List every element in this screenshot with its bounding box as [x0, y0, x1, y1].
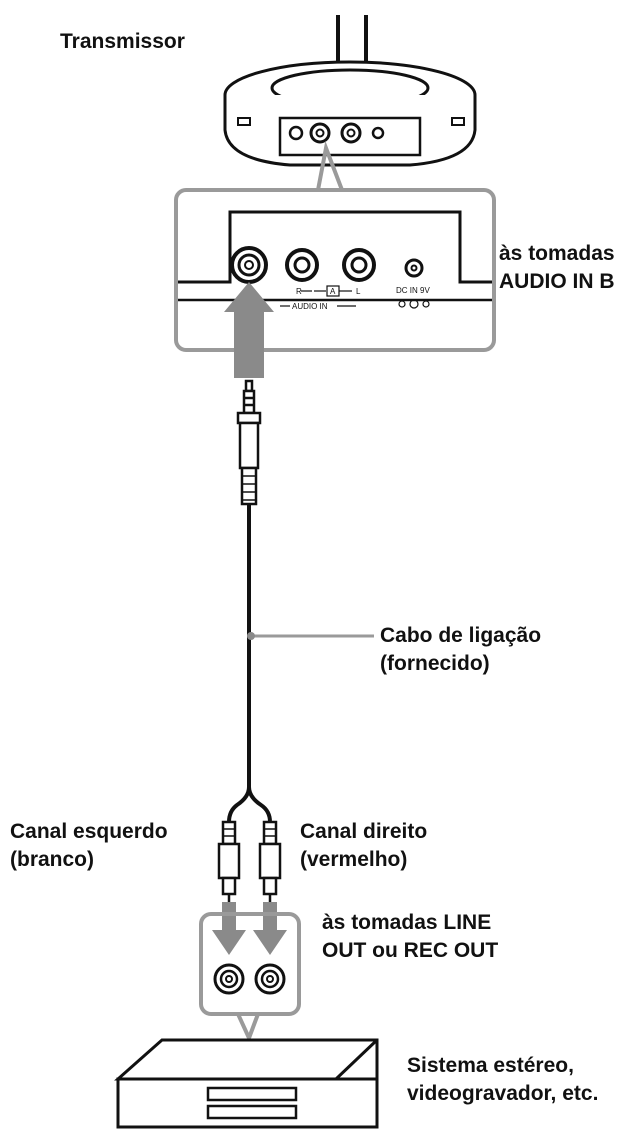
- label-line-out-line1: às tomadas LINE: [322, 911, 492, 934]
- label-cable-line2: (fornecido): [380, 652, 490, 675]
- marking-l: L: [356, 287, 361, 296]
- label-right-channel-line2: (vermelho): [300, 848, 408, 871]
- connection-cable: [227, 504, 272, 823]
- line-out-right-jack: [254, 963, 286, 995]
- line-out-callout: [199, 912, 301, 1044]
- line-out-jacks: [213, 963, 286, 995]
- label-stereo-line2: videogravador, etc.: [407, 1082, 599, 1105]
- marking-audio-in: AUDIO IN: [292, 302, 328, 311]
- upper-insertion-arrow: [224, 282, 274, 378]
- audio-in-a-right-jack: [285, 248, 319, 282]
- stereo-mini-plug: [236, 379, 262, 506]
- label-cable-line1: Cabo de ligação: [380, 624, 542, 647]
- label-stereo-line1: Sistema estéreo,: [407, 1054, 574, 1077]
- rca-plug-left-white: [217, 820, 241, 904]
- label-audio-in: às tomadas AUDIO IN B: [499, 240, 615, 296]
- enlarged-rear-panel: [178, 210, 492, 309]
- transmitter-device: [223, 15, 477, 167]
- audio-in-a-left-jack: [342, 248, 376, 282]
- label-stereo: Sistema estéreo, videogravador, etc.: [407, 1052, 598, 1108]
- label-cable: Cabo de ligação (fornecido): [380, 622, 541, 678]
- rca-plug-right-red: [258, 820, 282, 904]
- stereo-system-device: [114, 1038, 379, 1129]
- label-transmitter-text: Transmissor: [60, 30, 185, 53]
- lower-insertion-arrows: [212, 902, 287, 955]
- marking-a: A: [330, 287, 336, 296]
- transmitter-callout: [174, 140, 496, 352]
- marking-r: R: [296, 287, 302, 296]
- label-audio-in-line2: AUDIO IN B: [499, 270, 615, 293]
- marking-dc-in: DC IN 9V: [396, 286, 430, 295]
- label-line-out-line2: OUT ou REC OUT: [322, 939, 499, 962]
- panel-markings: R A L AUDIO IN DC IN 9V: [292, 286, 430, 311]
- dc-in-jack: [404, 258, 424, 278]
- label-audio-in-line1: às tomadas: [499, 242, 615, 265]
- line-out-left-jack: [213, 963, 245, 995]
- label-right-channel-line1: Canal direito: [300, 820, 428, 843]
- label-line-out: às tomadas LINE OUT ou REC OUT: [322, 909, 498, 965]
- label-transmitter: Transmissor: [60, 28, 185, 56]
- cable-callout: [247, 632, 374, 640]
- label-left-channel-line2: (branco): [10, 848, 94, 871]
- label-left-channel: Canal esquerdo (branco): [10, 818, 168, 874]
- label-left-channel-line1: Canal esquerdo: [10, 820, 168, 843]
- label-right-channel: Canal direito (vermelho): [300, 818, 427, 874]
- audio-in-b-jack: [230, 246, 268, 284]
